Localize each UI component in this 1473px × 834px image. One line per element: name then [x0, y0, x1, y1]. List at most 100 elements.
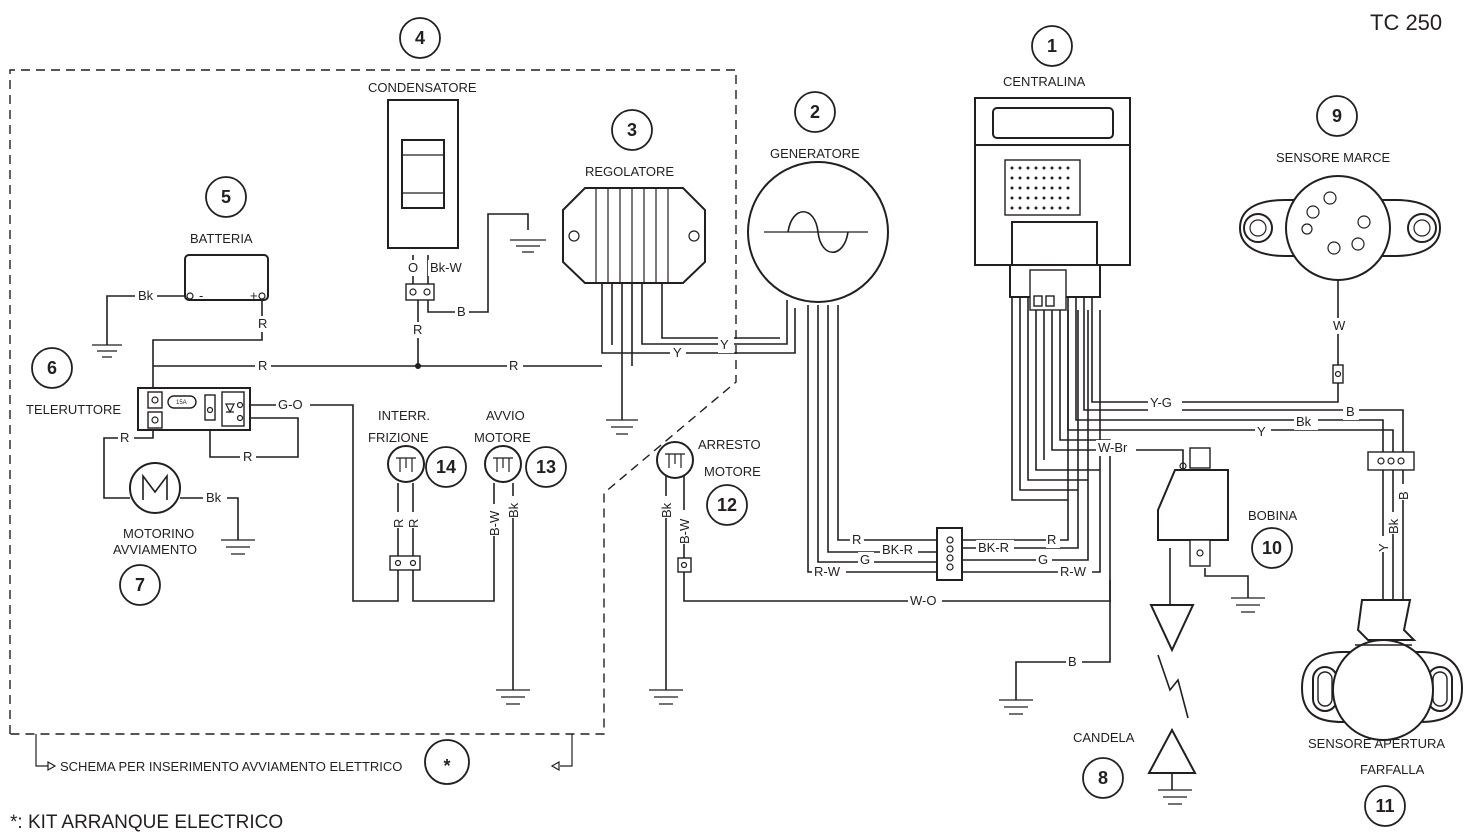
component-14-number: 14: [436, 457, 456, 477]
wire-label: R: [258, 316, 267, 331]
component-9-label: SENSORE MARCE: [1276, 150, 1390, 165]
wire-label: R: [509, 358, 518, 373]
ground-symbols: [92, 239, 1265, 805]
wire-label: R: [852, 532, 861, 547]
component-11-label-line1: SENSORE APERTURA: [1308, 736, 1445, 751]
component-7-label-line2: AVVIAMENTO: [113, 542, 197, 557]
spark-plug: [1147, 604, 1197, 790]
wire-label: Y: [720, 337, 729, 352]
legend-note: SCHEMA PER INSERIMENTO AVVIAMENTO ELETTR…: [35, 734, 573, 785]
component-12-number: 12: [717, 495, 737, 515]
regulator: [562, 187, 706, 284]
component-6-number: 6: [47, 358, 57, 378]
wire-labels: Bk R O Bk-W B R R R Y Y G-O R R Bk W Y-G…: [118, 260, 1359, 670]
battery: - +: [184, 254, 269, 303]
component-7-label-line1: MOTORINO: [123, 526, 194, 541]
component-8-label: CANDELA: [1073, 730, 1135, 745]
wire-label: R: [391, 519, 406, 528]
wire-label: Y: [1376, 543, 1391, 552]
throttle-position-sensor: [1300, 599, 1464, 741]
footnote: *: KIT ARRANQUE ELECTRICO: [10, 812, 283, 833]
junction-dot: [415, 363, 421, 369]
wire-label: Bk: [506, 502, 521, 518]
component-12: ARRESTO MOTORE 12: [698, 437, 761, 526]
legend-note-text: SCHEMA PER INSERIMENTO AVVIAMENTO ELETTR…: [60, 759, 402, 774]
component-7: MOTORINO AVVIAMENTO 7: [113, 526, 197, 606]
wire-label: R: [413, 322, 422, 337]
stop-switch: [656, 441, 694, 573]
component-3-label: REGOLATORE: [585, 164, 674, 179]
wire-label: B: [1346, 404, 1355, 419]
component-8: CANDELA 8: [1073, 730, 1135, 799]
gear-sensor: [1238, 175, 1442, 384]
component-13-number: 13: [536, 457, 556, 477]
wire-label: B: [1068, 654, 1077, 669]
wire-label: B: [457, 304, 466, 319]
wires: [103, 213, 1404, 700]
wire-label: R-W: [1060, 564, 1087, 579]
ignition-coil: [1157, 447, 1229, 567]
component-2-number: 2: [810, 102, 820, 122]
component-7-number: 7: [135, 575, 145, 595]
start-button: [484, 445, 522, 483]
wire-label: G-O: [278, 397, 303, 412]
wire-label: W-O: [910, 593, 936, 608]
component-2-label: GENERATORE: [770, 146, 860, 161]
wire-label: Y: [673, 345, 682, 360]
wire-label: W: [1333, 318, 1346, 333]
wire-label: BK-R: [978, 540, 1009, 555]
wire-label: R: [120, 430, 129, 445]
tps-connector: [1367, 451, 1415, 471]
center-connector: [936, 527, 963, 581]
wire-label: Bk: [138, 288, 154, 303]
wire-label: B-W: [487, 510, 502, 536]
ecu: [974, 97, 1131, 311]
component-8-number: 8: [1098, 768, 1108, 788]
component-11-number: 11: [1375, 796, 1394, 816]
wire-label: BK-R: [882, 542, 913, 557]
component-12-label-line1: ARRESTO: [698, 437, 761, 452]
condenser: [387, 99, 459, 301]
component-3-number: 3: [627, 120, 637, 140]
component-12-label-line2: MOTORE: [704, 464, 761, 479]
component-4-label: CONDENSATORE: [368, 80, 477, 95]
component-14-label-line2: FRIZIONE: [368, 430, 429, 445]
component-13-label-line2: MOTORE: [474, 430, 531, 445]
wire-label: Y: [1257, 424, 1266, 439]
wire-label: R: [243, 449, 252, 464]
wire-label: G: [1038, 552, 1048, 567]
component-13: AVVIO MOTORE 13: [474, 408, 567, 488]
wire-label: Bk: [206, 490, 222, 505]
component-10-number: 10: [1262, 538, 1282, 558]
fuse-label: 15A: [176, 400, 187, 406]
component-1-number: 1: [1047, 36, 1057, 56]
component-3: 3 REGOLATORE: [585, 109, 674, 179]
wire-label: R: [406, 519, 421, 528]
vertical-wire-labels: R R B-W Bk Bk B-W Y Bk B: [391, 484, 1411, 552]
component-6: 6 TELERUTTORE: [26, 347, 121, 417]
component-6-label: TELERUTTORE: [26, 402, 121, 417]
wire-label: R: [258, 358, 267, 373]
wire-label: R-W: [814, 564, 841, 579]
diagram-title: TC 250: [1370, 10, 1442, 35]
component-1-label: CENTRALINA: [1003, 74, 1086, 89]
asterisk-symbol: *: [443, 756, 450, 776]
component-9-number: 9: [1332, 106, 1342, 126]
wire-label: Bk: [1386, 518, 1401, 534]
component-4: 4 CONDENSATORE: [368, 17, 477, 95]
component-9: 9 SENSORE MARCE: [1276, 95, 1390, 165]
electric-start-kit-boundary: [9, 69, 737, 735]
starter-motor: [129, 462, 181, 514]
component-10: BOBINA 10: [1248, 508, 1297, 569]
component-5: 5 BATTERIA: [190, 176, 253, 246]
battery-plus-label: +: [250, 288, 258, 303]
component-11: SENSORE APERTURA FARFALLA 11: [1308, 736, 1445, 827]
component-13-label-line1: AVVIO: [486, 408, 525, 423]
component-4-number: 4: [415, 28, 425, 48]
starter-relay: 15A: [137, 387, 251, 431]
wire-label: B-W: [677, 518, 692, 544]
wire-label: Bk: [659, 502, 674, 518]
wire-label: Bk-W: [430, 260, 463, 275]
component-11-label-line2: FARFALLA: [1360, 762, 1425, 777]
